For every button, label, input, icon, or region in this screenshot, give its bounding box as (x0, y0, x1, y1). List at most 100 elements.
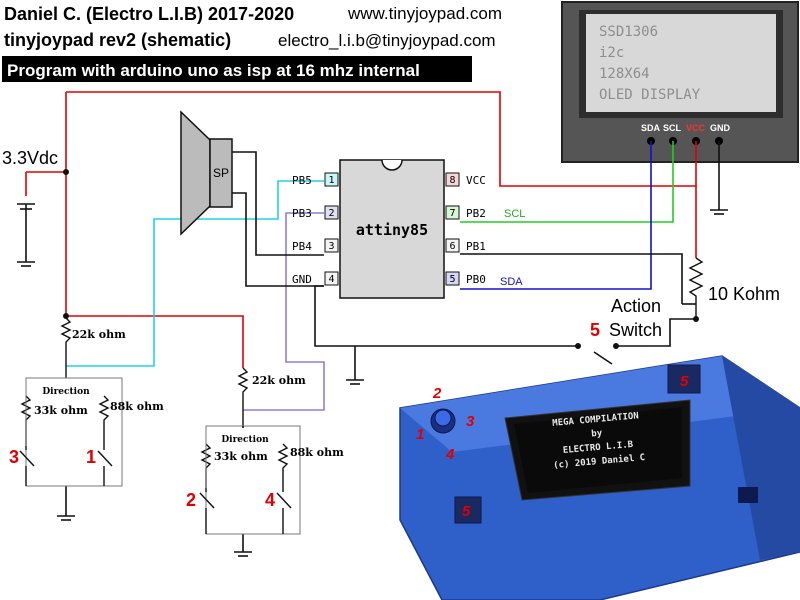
header-email: electro_l.i.b@tinyjoypad.com (278, 31, 496, 50)
dpad-label-1: 1 (416, 426, 424, 443)
banner-text: Program with arduino uno as isp at 16 mh… (7, 61, 420, 80)
ground-oled (710, 209, 728, 215)
pin-5-label: PB0 (466, 273, 486, 286)
oled-line-1: SSD1306 (599, 24, 658, 40)
device-port (738, 487, 758, 503)
scl-wire (460, 141, 674, 223)
dir1-top-resistor-label: 22k ohm (72, 328, 126, 341)
header-subtitle: tinyjoypad rev2 (shematic) (4, 30, 231, 50)
speaker: SP (180, 110, 233, 236)
oled-pin-scl: SCL (663, 123, 682, 133)
device-side (722, 356, 800, 560)
chip-pin-2: 2 PB3 (292, 205, 339, 220)
ground-dir2 (234, 534, 252, 557)
ground-dir1 (57, 486, 75, 521)
oled-line-4: OLED DISPLAY (599, 87, 701, 103)
direction-block-2-frame (205, 425, 301, 535)
oled-pin-gnd: GND (710, 123, 731, 133)
pin-2-label: PB3 (292, 207, 312, 220)
button-3-label: 3 (9, 447, 19, 467)
dpad-label-4: 4 (445, 446, 455, 463)
black-wires (25, 141, 720, 380)
sda-tag: SDA (500, 276, 523, 288)
dir1-right-resistor-label: 88k ohm (110, 400, 164, 413)
device-screen (514, 407, 682, 493)
device-button-5-label-b: 5 (680, 373, 689, 390)
chip-pin-7: 7 PB2 SCL (445, 205, 525, 220)
button-2-label: 2 (186, 490, 196, 510)
speaker-cone (180, 110, 211, 236)
direction-block-1-frame (25, 377, 123, 487)
pb5-wire (66, 180, 324, 367)
pin-4-label: GND (292, 273, 312, 286)
dir1-left-resistor-label: 33k ohm (34, 404, 88, 417)
chip-pin-6: 6 PB1 (445, 238, 486, 253)
pin-7-label: PB2 (466, 207, 486, 220)
ground-symbols (17, 203, 728, 557)
dir2-top-resistor (237, 367, 249, 428)
direction-block-1: Direction 33k ohm 88k ohm 3 1 (9, 377, 164, 487)
device-screen-line-2: by (591, 429, 603, 440)
pin-5-number: 5 (449, 274, 455, 285)
pin-6-number: 6 (449, 241, 455, 252)
pin-6-label: PB1 (466, 240, 486, 253)
joystick-knob (434, 409, 452, 427)
dir2-right-resistor-label: 88k ohm (290, 446, 344, 459)
chip-pin-3: 3 PB4 (292, 238, 339, 253)
chip-notch (381, 159, 403, 171)
pin-3-label: PB4 (292, 240, 312, 253)
chip-pin-8: 8 VCC (445, 172, 486, 187)
dpad-label-2: 2 (432, 385, 442, 402)
pin-4-number: 4 (328, 274, 334, 285)
direction-block-1-title: Direction (42, 387, 90, 397)
attiny85-chip: attiny85 1 PB5 2 PB3 3 PB4 4 GND 8 VCC (292, 159, 525, 299)
button-1-label: 1 (86, 447, 96, 467)
pin-1-number: 1 (328, 175, 334, 186)
chip-pin-5: 5 PB0 SDA (445, 271, 523, 288)
oled-pin-vcc: VCC (686, 123, 706, 133)
oled-screen (586, 14, 776, 112)
tinyjoypad-device: MEGA COMPILATION by ELECTRO L.I.B (c) 20… (399, 355, 800, 600)
pin-3-number: 3 (328, 241, 334, 252)
action-label-line-1: Action (611, 296, 661, 316)
vcc-net (25, 91, 697, 368)
device-button-5-label-a: 5 (462, 503, 471, 520)
speaker-body (209, 138, 233, 208)
direction-block-2-title: Direction (221, 435, 269, 445)
dir2-top-resistor-label: 22k ohm (252, 374, 306, 387)
button-4-label: 4 (265, 490, 275, 510)
header-website: www.tinyjoypad.com (347, 4, 502, 23)
pin-2-number: 2 (328, 208, 334, 219)
oled-line-3: 128X64 (599, 66, 650, 82)
action-number: 5 (590, 320, 600, 340)
speaker-label: SP (213, 166, 229, 180)
header-title: Daniel C. (Electro L.I.B) 2017-2020 (4, 4, 294, 24)
device-top-button (667, 364, 701, 394)
chip-pin-4: 4 GND (292, 271, 339, 286)
pb3-wire (243, 212, 325, 411)
pin-1-label: PB5 (292, 174, 312, 187)
sda-wire (460, 141, 652, 290)
dir2-left-resistor-label: 33k ohm (214, 450, 268, 463)
pullup-label: 10 Kohm (708, 284, 780, 304)
pin-8-number: 8 (449, 175, 455, 186)
direction-block-2: Direction 33k ohm 88k ohm 2 4 (186, 425, 344, 535)
chip-pin-1: 1 PB5 (292, 172, 339, 187)
ground-center (346, 379, 364, 385)
dir1-right-resistor (98, 395, 110, 446)
pullup-resistor (688, 257, 704, 319)
banner-background (2, 56, 472, 82)
dir2-right-resistor (277, 443, 289, 488)
oled-line-2: i2c (599, 45, 624, 61)
pin-8-label: VCC (466, 174, 486, 187)
chip-name: attiny85 (356, 221, 428, 239)
power-label: 3.3Vdc (2, 148, 58, 168)
action-label-line-2: Switch (609, 320, 662, 340)
ground-power-left (17, 203, 35, 267)
oled-module: SSD1306 i2c 128X64 OLED DISPLAY SDA SCL … (561, 1, 799, 163)
pin-7-number: 7 (449, 208, 455, 219)
dir1-top-resistor (60, 317, 72, 378)
dpad-label-3: 3 (466, 413, 475, 430)
device-action-button (454, 496, 482, 524)
